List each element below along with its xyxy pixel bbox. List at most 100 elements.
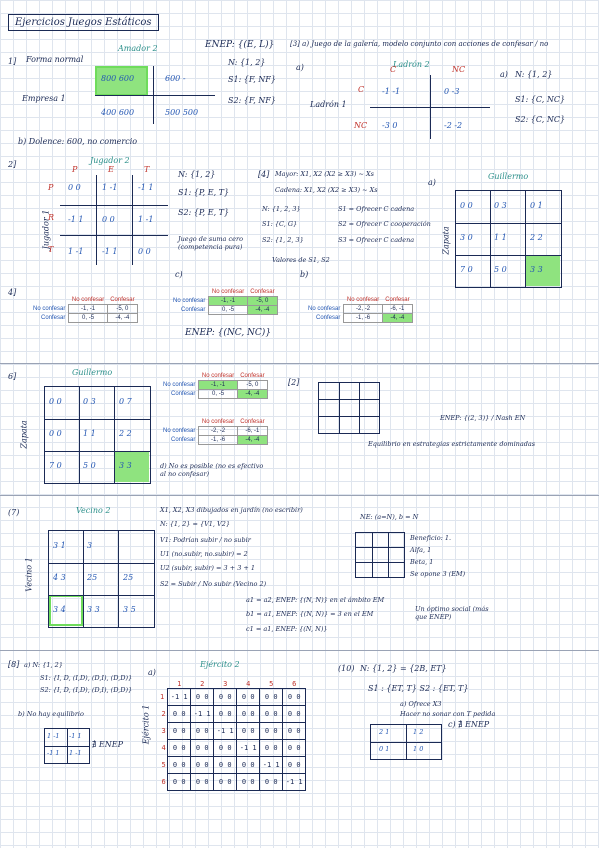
pd-cell: -1, -1	[68, 304, 108, 314]
ex9-cell: 0 0	[213, 756, 238, 774]
ex5-cell: 0 1	[530, 201, 543, 210]
ex7-cell: 3 3	[87, 605, 100, 614]
ex3-cell: -3 0	[382, 121, 398, 130]
ex7-number: (7)	[8, 508, 20, 517]
ex9-cell: -1 1	[167, 688, 192, 706]
ex1-nota: b) Dolence: 600, no comercio	[18, 137, 138, 146]
pd-header: Confesar	[240, 419, 265, 425]
ex8-enep: ∄ ENEP	[92, 740, 123, 749]
ex5-cell: 1 1	[494, 233, 507, 242]
ex9-cell: 0 0	[213, 739, 238, 757]
ex6-cell: 1 1	[83, 429, 96, 438]
ex2-cell: 0 0	[68, 183, 81, 192]
ex2-num: 2	[8, 160, 14, 169]
ex2-row: T	[48, 245, 54, 254]
ex3-set: S1: {C, NC}	[515, 95, 566, 104]
ex9-cell: 0 0	[282, 739, 307, 757]
ex9-cell: 0 0	[259, 688, 284, 706]
ex1-set: N: {1, 2}	[228, 58, 266, 67]
ex2-jugador2: Jugador 2	[90, 156, 130, 165]
ex10-nota2: Hacer no sonar con T pedida	[400, 710, 496, 718]
ex5-jugador1: Zapata	[441, 226, 451, 255]
pd-cell: -4, -4	[381, 313, 414, 323]
ex7-matrix: 3 1 3 4 3 25 25 3 4 3 3 3 5	[48, 530, 155, 628]
pd-header: No confesar	[211, 289, 245, 295]
ex6b-divider	[339, 383, 340, 433]
ex1-number: 1	[8, 57, 14, 66]
ex3-jugador: Ladrón 2	[393, 60, 430, 69]
ex6-cell: 0 0	[49, 397, 62, 406]
page-title: Ejercicios Juegos Estáticos	[8, 14, 159, 31]
ex1-label-a: a)	[296, 63, 304, 72]
ex9-matrix: 1 2 3 4 5 6 1 -1 1 0 0 0 0 0 0 0 0 0 0 2…	[160, 680, 307, 791]
pd-header	[305, 296, 344, 305]
ex9-cell: 0 0	[167, 773, 192, 791]
ex7-line: U2 (subir, subir) = 3 + 3 + 1	[160, 564, 256, 572]
ex4-nota: Valores de S1, S2	[272, 256, 330, 264]
pd-table-3: No confesar Confesar No confesar -2, -2 …	[305, 296, 414, 323]
ex8-matrix: 1 -1 -1 1 -1 1 1 -1	[44, 728, 90, 764]
table-row: 3 0 0 0 0 -1 1 0 0 0 0 0 0	[160, 722, 307, 740]
ex9-cell: 0 0	[236, 773, 261, 791]
ex9-cell: 0 0	[167, 705, 192, 723]
ex2-set: S2: {P, E, T}	[178, 208, 230, 217]
ex1-set: S1: {F, NF}	[228, 75, 276, 84]
ex6-cell: 7 0	[49, 461, 62, 470]
pd-cell: 0, -5	[208, 305, 248, 315]
ex5-divider	[525, 191, 526, 287]
ex4-label-a: a)	[428, 178, 436, 187]
ex4-set: S1: {C, G}	[262, 220, 298, 228]
ex5-cell: 5 0	[494, 265, 507, 274]
ex7-divider	[83, 531, 84, 627]
pd-cell: -4, -4	[236, 389, 269, 399]
ex5-cell: 0 0	[460, 201, 473, 210]
ex9-cell: -1 1	[282, 773, 307, 791]
ex6b-number: [2]	[288, 378, 300, 387]
ex5-cell: 3 0	[460, 233, 473, 242]
pd-row-label: Confesar	[41, 315, 66, 321]
ex2-divider	[132, 175, 133, 265]
ex9-cell: 0 0	[190, 756, 215, 774]
ex10-nota: a) Ofrece X3	[400, 700, 442, 708]
ex7-highlight	[49, 595, 83, 626]
ex9-col-label: 4	[246, 680, 251, 688]
ex7-cell: 25	[87, 573, 98, 582]
ex9-cell: 0 0	[259, 739, 284, 757]
ex8-cell: -1 1	[69, 732, 82, 740]
pd-row-label: Confesar	[316, 315, 341, 321]
ex6-cell: 0 3	[83, 397, 96, 406]
table-row: 5 0 0 0 0 0 0 0 0 -1 1 0 0	[160, 756, 307, 774]
pd-cell: -4, -4	[106, 313, 139, 323]
ex5-jugador: Guillermo	[488, 172, 529, 181]
ex6-cell: 5 0	[83, 461, 96, 470]
ex9-cell: 0 0	[236, 705, 261, 723]
ex5-divider	[490, 191, 491, 287]
ex6-matrix: 0 0 0 3 0 7 0 0 1 1 2 2 7 0 5 0 3 3	[44, 386, 151, 484]
ex2-cell: 0 0	[138, 247, 151, 256]
ex7-cell: 3 5	[123, 605, 136, 614]
table-row: 2 0 0 -1 1 0 0 0 0 0 0 0 0	[160, 705, 307, 723]
ex1-jugador: Amador 2	[118, 44, 158, 53]
pd-cell: -2, -2	[198, 426, 238, 436]
pd-cell: -1, -1	[198, 380, 238, 390]
ex4-line2: Cadena: X1, X2 (X2 ≥ X3) ~ Xs	[275, 186, 378, 194]
ex4-label-b: b)	[300, 270, 309, 279]
ex7-line: V1: Podrían subir / no subir	[160, 536, 251, 544]
ex7-cell: 3	[87, 541, 93, 550]
ex7-cell: 3 4	[53, 605, 66, 614]
ex9-row-label: 4	[161, 744, 166, 752]
ex2-col: P	[72, 165, 78, 174]
ex2-label-c: c)	[175, 270, 183, 279]
pd-table-5: No confesar Confesar No confesar -2, -2 …	[160, 418, 269, 445]
ex8-number: [8]	[8, 660, 20, 669]
section-separator	[0, 495, 599, 496]
ex1-cell: 400 600	[101, 108, 135, 117]
ex6-eq2: Equilibrio en estrategias estrictamente …	[368, 440, 536, 448]
ex4-note: S2 = Ofrecer C cooperación	[338, 220, 431, 228]
ex1-matrix: 800 600 600 - 400 600 500 500	[95, 66, 215, 124]
ex9-col-label: 2	[200, 680, 205, 688]
ex3-row: NC	[354, 121, 368, 130]
ex3-cell: 0 -3	[444, 87, 460, 96]
ex3-label-a: a)	[500, 70, 508, 79]
ex2-divider	[96, 175, 97, 265]
